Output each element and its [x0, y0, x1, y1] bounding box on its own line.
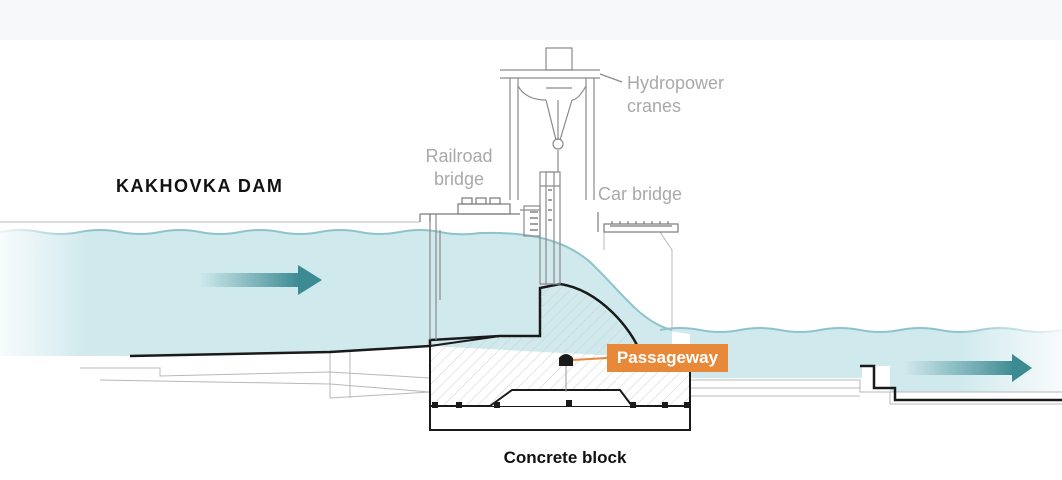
passageway-tunnel: [559, 354, 573, 366]
inner-channel: [489, 389, 633, 407]
passageway-label: Passageway: [607, 344, 728, 372]
concrete-block-shape: [429, 405, 691, 431]
concrete-block-label: Concrete block: [503, 448, 627, 467]
ground-lines: [0, 221, 1062, 405]
flow-arrow-icon: [200, 265, 322, 295]
hydropower-cranes-label: Hydropower cranes: [627, 73, 725, 116]
gate-piers: [429, 171, 561, 340]
diagram-title: KAKHOVKA DAM: [116, 176, 284, 196]
railroad-bridge: [419, 197, 520, 222]
passageway-leader: [572, 357, 608, 361]
left-fade: [0, 220, 260, 360]
car-bridge: [597, 212, 679, 233]
crane-gantry: [500, 47, 623, 200]
anchors: [432, 400, 690, 408]
flow-arrow-icon: [905, 354, 1032, 382]
gate-rack: [530, 189, 552, 231]
car-bridge-label: Car bridge: [598, 184, 683, 204]
railroad-bridge-label: Railroad bridge: [425, 146, 493, 189]
sky-band: [0, 0, 1062, 40]
